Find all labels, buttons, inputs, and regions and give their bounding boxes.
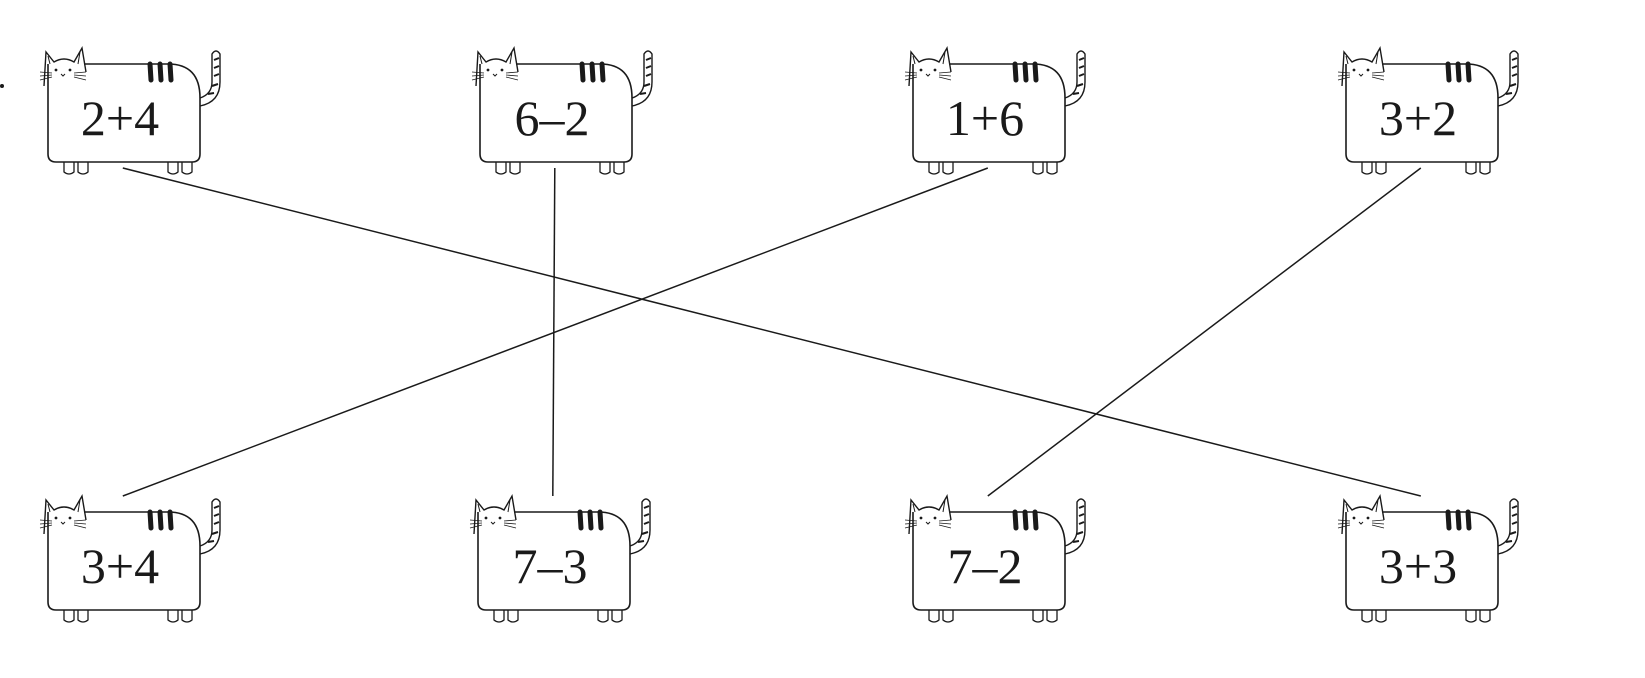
cat-icon: [39, 45, 221, 175]
connection-line-4: [987, 167, 1422, 497]
cat-card-top-3[interactable]: 1+6: [904, 42, 1086, 178]
expression-label: 3+3: [1378, 538, 1458, 594]
cat-card-bottom-2[interactable]: 7–3: [469, 490, 651, 626]
cat-icon: [904, 45, 1086, 175]
expression-label: 6–2: [514, 90, 590, 146]
expression-label: 7–2: [947, 538, 1023, 594]
cat-icon: [1337, 493, 1519, 623]
cat-icon: [471, 45, 653, 175]
margin-bullet: [0, 84, 4, 88]
cat-icon: [1337, 45, 1519, 175]
cat-card-top-4[interactable]: 3+2: [1337, 42, 1519, 178]
cat-card-bottom-3[interactable]: 7–2: [904, 490, 1086, 626]
expression-label: 7–3: [512, 538, 588, 594]
cat-icon: [39, 493, 221, 623]
expression-label: 1+6: [945, 90, 1025, 146]
cat-card-top-1[interactable]: 2+4: [39, 42, 221, 178]
expression-label: 3+4: [80, 538, 160, 594]
connection-line-3: [122, 167, 989, 497]
connection-line-1: [122, 167, 1421, 497]
expression-label: 2+4: [80, 90, 160, 146]
cat-icon: [469, 493, 651, 623]
cat-card-top-2[interactable]: 6–2: [471, 42, 653, 178]
cat-icon: [904, 493, 1086, 623]
expression-label: 3+2: [1378, 90, 1458, 146]
cat-card-bottom-4[interactable]: 3+3: [1337, 490, 1519, 626]
cat-card-bottom-1[interactable]: 3+4: [39, 490, 221, 626]
